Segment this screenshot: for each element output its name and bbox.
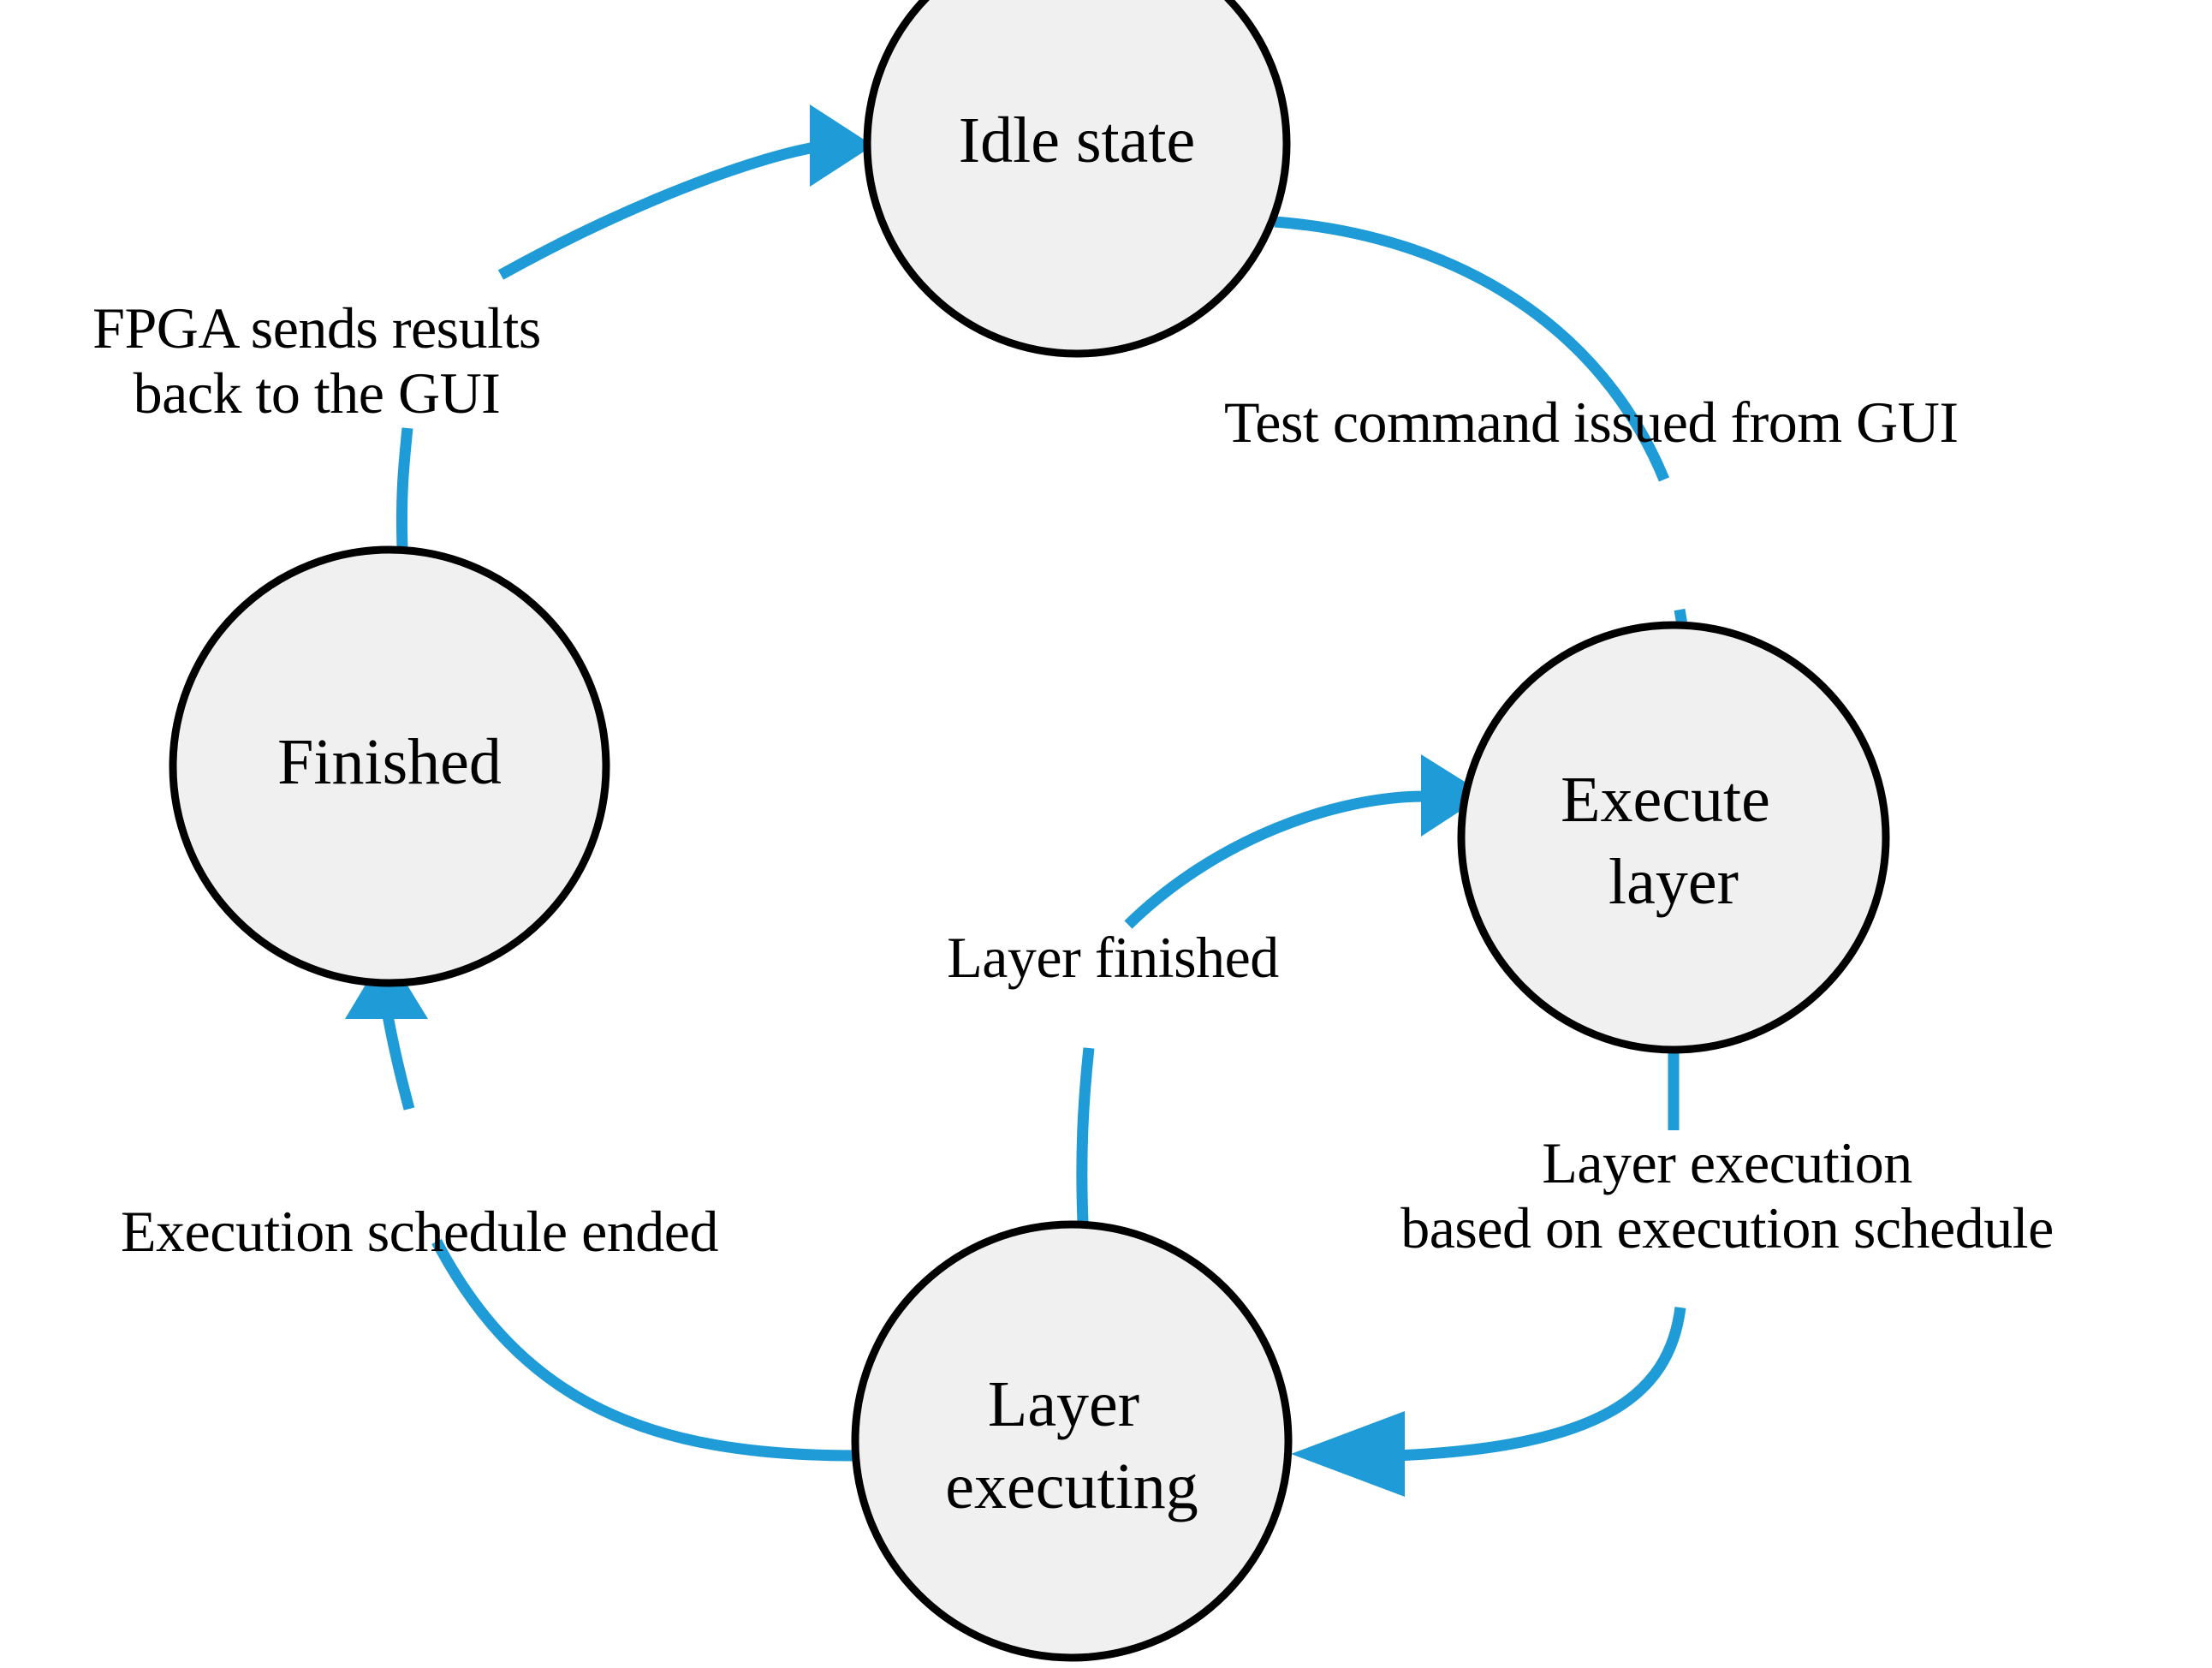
edge-idle-to-execute-layer-curve <box>1274 216 1670 482</box>
state-node-layer-executing-label: Layer executing <box>945 1368 1198 1522</box>
state-node-execute-layer-label: Execute layer <box>1561 764 1787 918</box>
edge-layer-executing-to-execute-layer-arrowhead <box>1421 754 1485 837</box>
state-node-finished-label: Finished <box>277 726 502 798</box>
state-node-execute-layer-circle[interactable] <box>1457 621 1890 1054</box>
edge-label-layer-finished: Layer finished <box>865 925 1361 990</box>
edge-label-layer-execution-schedule-line1: Layer execution <box>1542 1130 1912 1195</box>
edge-execute-layer-to-layer-executing-curve <box>1394 1307 1686 1462</box>
edge-label-fpga-sends-results: FPGA sends results back to the GUI <box>60 295 574 426</box>
edge-label-fpga-sends-results-line1: FPGA sends results <box>92 295 541 360</box>
edge-label-execution-schedule-ended: Execution schedule ended <box>0 1199 839 1264</box>
state-node-finished-circle[interactable] <box>169 545 610 987</box>
state-node-layer-executing[interactable]: Layer executing <box>851 1220 1293 1662</box>
edge-execute-layer-to-layer-executing <box>1291 1050 1686 1497</box>
edge-label-test-command-issued-line1: Test command issued from GUI <box>1224 390 1959 455</box>
edge-finished-to-idle <box>395 104 873 549</box>
edge-finished-to-idle-curve <box>497 141 817 280</box>
edge-label-layer-finished-line1: Layer finished <box>947 925 1279 990</box>
edge-layer-executing-to-execute-layer <box>1076 754 1485 1224</box>
edge-layer-executing-to-finished-curve <box>431 1238 857 1462</box>
edge-layer-executing-to-execute-layer-curve <box>1124 790 1426 929</box>
edge-finished-to-idle-arrowhead <box>810 104 873 187</box>
edge-label-test-command-issued: Test command issued from GUI <box>1224 390 2212 455</box>
state-node-idle-label: Idle state <box>959 104 1195 176</box>
edge-label-layer-execution-schedule-line2: based on execution schedule <box>1400 1195 2054 1261</box>
state-node-idle[interactable]: Idle state <box>863 0 1291 358</box>
edge-finished-to-idle-stub <box>395 427 413 549</box>
state-node-finished[interactable]: Finished <box>169 545 610 987</box>
state-node-idle-circle[interactable] <box>863 0 1291 358</box>
edge-label-fpga-sends-results-line2: back to the GUI <box>133 360 501 426</box>
edge-label-layer-execution-schedule: Layer execution based on execution sched… <box>1246 1130 2209 1260</box>
state-node-layer-executing-circle[interactable] <box>851 1220 1293 1662</box>
edge-label-execution-schedule-ended-line1: Execution schedule ended <box>121 1199 718 1264</box>
edge-layer-executing-to-finished-stub <box>381 1009 415 1111</box>
edge-layer-executing-to-execute-layer-stub <box>1076 1047 1095 1224</box>
edge-execute-layer-to-layer-executing-arrowhead <box>1291 1411 1405 1497</box>
state-node-execute-layer[interactable]: Execute layer <box>1457 621 1890 1054</box>
